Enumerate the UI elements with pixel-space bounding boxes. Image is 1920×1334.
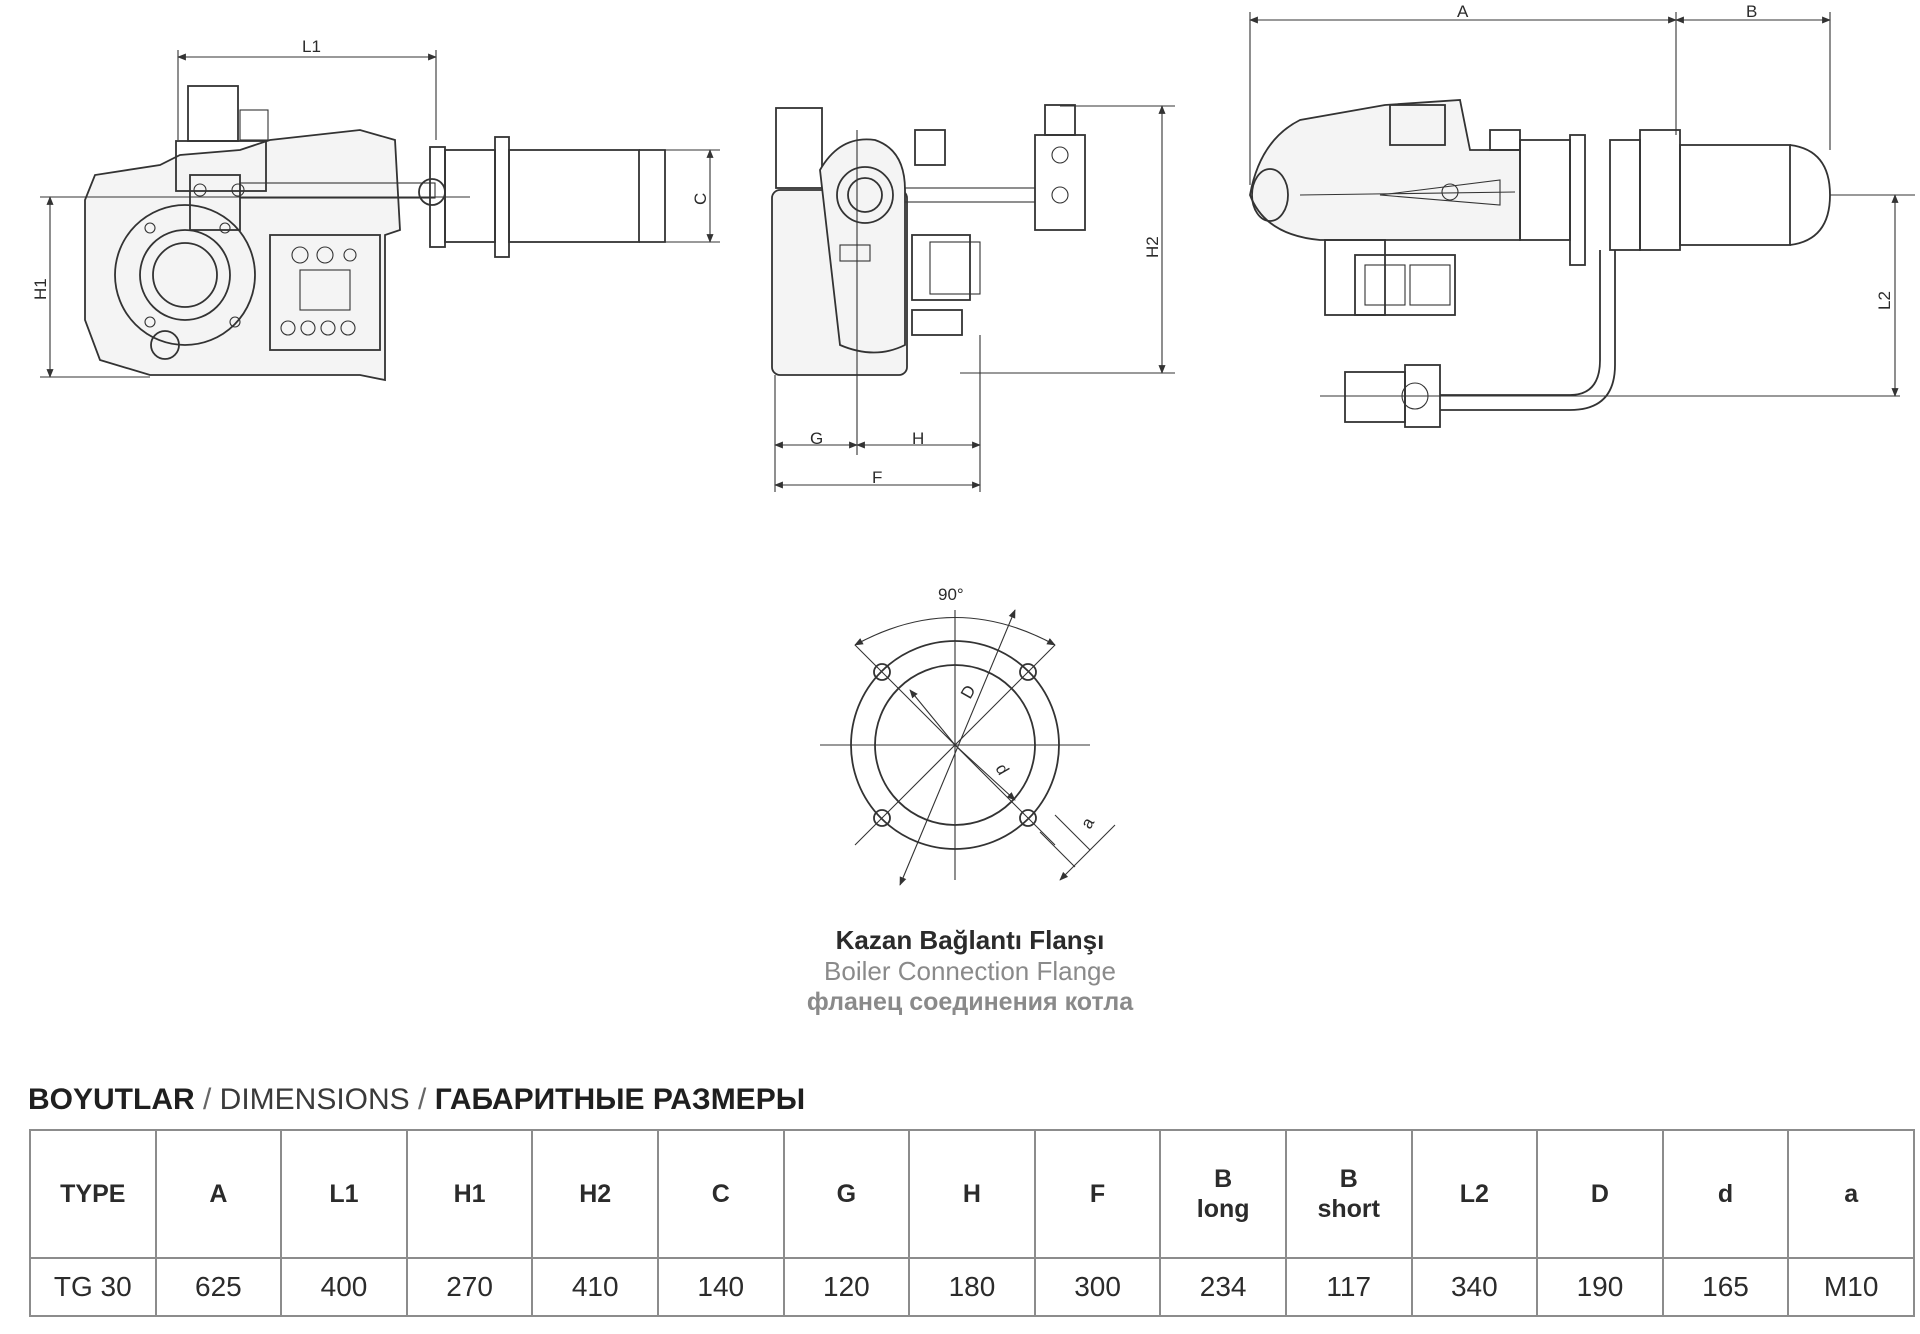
flange-angle-label: 90° xyxy=(938,585,964,604)
side-view: L1 H1 C xyxy=(31,37,720,382)
top-view: A B L2 xyxy=(1249,2,1915,428)
table-cell: 410 xyxy=(531,1257,659,1317)
table-cell: 234 xyxy=(1159,1257,1287,1317)
table-cell: 340 xyxy=(1410,1257,1539,1317)
table-cell: 400 xyxy=(280,1257,408,1317)
table-cell: 270 xyxy=(405,1257,534,1317)
f-label: F xyxy=(872,468,882,487)
front-view: H2 G H F xyxy=(771,104,1175,492)
table-cell: TG 30 xyxy=(29,1257,157,1317)
table-header-cell: G xyxy=(782,1129,911,1259)
table-cell: 180 xyxy=(908,1257,1036,1317)
table-header-cell: L2 xyxy=(1410,1129,1539,1259)
title-sep-2: / xyxy=(409,1083,435,1116)
flange-caption-ru: фланец соединения котла xyxy=(806,988,1134,1016)
table-header-cell: H xyxy=(908,1129,1036,1259)
table-header-cell: C xyxy=(656,1129,785,1259)
table-cell: M10 xyxy=(1787,1257,1915,1317)
table-cell: 300 xyxy=(1033,1257,1162,1317)
flange-d-small-label: d xyxy=(992,761,1013,779)
table-cell: 120 xyxy=(782,1257,911,1317)
table-cell: 117 xyxy=(1284,1257,1413,1317)
h2-label: H2 xyxy=(1143,236,1162,258)
table-cell: 140 xyxy=(656,1257,785,1317)
b-label: B xyxy=(1746,2,1757,21)
table-header-cell: A xyxy=(154,1129,283,1259)
table-header-cell: F xyxy=(1033,1129,1162,1259)
flange-caption-tr: Kazan Bağlantı Flanşı xyxy=(835,925,1105,955)
flange-d-big-label: D xyxy=(957,682,980,702)
table-header-cell: L1 xyxy=(280,1129,408,1259)
dimensions-title: BOYUTLAR / DIMENSIONS / ГАБАРИТНЫЕ РАЗМЕ… xyxy=(28,1083,805,1117)
title-tr: BOYUTLAR xyxy=(28,1083,195,1116)
technical-drawing: L1 H1 C H2 xyxy=(31,2,1915,886)
g-label: G xyxy=(810,429,823,448)
table-cell: 190 xyxy=(1536,1257,1664,1317)
table-cell: 165 xyxy=(1661,1257,1790,1317)
table-header-cell: D xyxy=(1536,1129,1664,1259)
table-header-cell: H2 xyxy=(531,1129,659,1259)
title-sep-1: / xyxy=(194,1083,220,1116)
flange-a-label: a xyxy=(1077,814,1098,832)
table-cell: 625 xyxy=(154,1257,283,1317)
h-label: H xyxy=(912,429,924,448)
a-label: A xyxy=(1457,2,1469,21)
title-en: DIMENSIONS xyxy=(219,1083,410,1116)
table-header-cell: H1 xyxy=(405,1129,534,1259)
table-header-cell: a xyxy=(1787,1129,1915,1259)
l2-label: L2 xyxy=(1875,291,1894,310)
h1-label: H1 xyxy=(31,278,50,300)
c-label: C xyxy=(691,193,710,205)
flange-drawing: 90° D d a xyxy=(820,585,1116,886)
flange-caption-en: Boiler Connection Flange xyxy=(824,956,1116,986)
title-ru: ГАБАРИТНЫЕ РАЗМЕРЫ xyxy=(434,1083,806,1116)
table-header-cell: TYPE xyxy=(29,1129,157,1259)
l1-label: L1 xyxy=(302,37,321,56)
table-header-cell: d xyxy=(1661,1129,1790,1259)
